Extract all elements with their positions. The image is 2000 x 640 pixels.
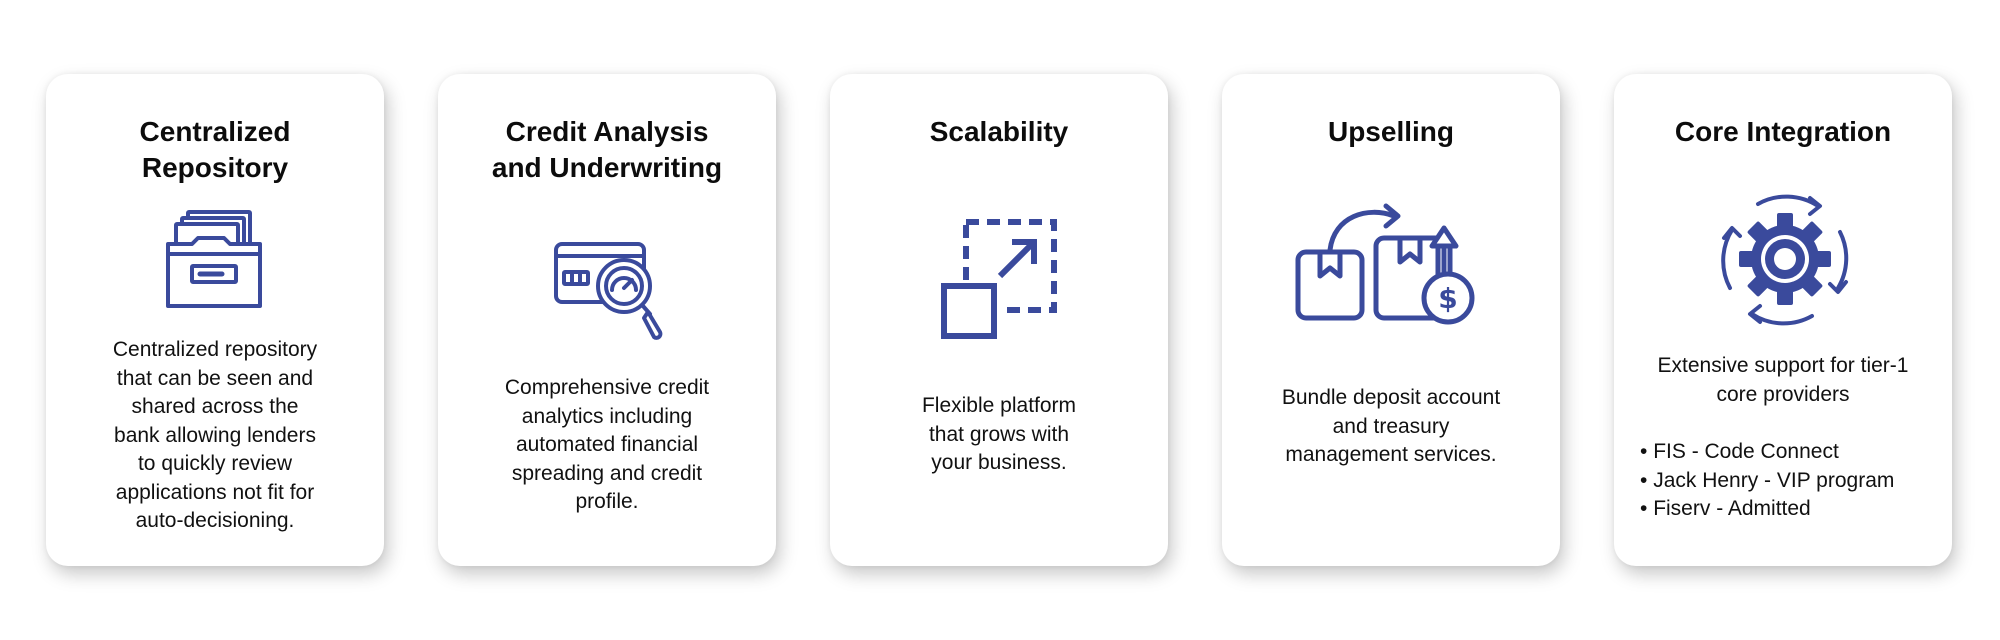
list-item: Jack Henry - VIP program xyxy=(1640,467,1942,496)
upsell-boxes-icon: $ xyxy=(1294,202,1494,328)
card-upselling: Upselling $ Bundle deposit account and t… xyxy=(1222,74,1560,566)
card-title: Centralized Repository xyxy=(139,116,291,183)
svg-text:$: $ xyxy=(1438,282,1457,315)
scale-up-icon xyxy=(940,218,1060,342)
card-description: Flexible platform that grows with your b… xyxy=(921,394,1077,474)
core-provider-list: FIS - Code Connect Jack Henry - VIP prog… xyxy=(1640,438,1942,524)
card-title: Upselling xyxy=(1327,116,1454,147)
card-description: Centralized repository that can be seen … xyxy=(112,338,318,532)
gear-cycle-icon xyxy=(1720,192,1850,326)
card-scalability: Scalability Flexible platform that grows… xyxy=(830,74,1168,566)
file-cabinet-icon xyxy=(164,208,266,310)
card-title: Credit Analysis and Underwriting xyxy=(491,116,723,183)
card-centralized-repository: Centralized Repository Centralized repos… xyxy=(46,74,384,566)
card-title: Scalability xyxy=(929,116,1069,147)
list-item: FIS - Code Connect xyxy=(1640,438,1942,467)
card-description: Extensive support for tier-1 core provid… xyxy=(1657,354,1909,406)
card-title: Core Integration xyxy=(1674,116,1892,147)
card-credit-analysis: Credit Analysis and Underwriting Compreh… xyxy=(438,74,776,566)
card-core-integration: Core Integration xyxy=(1614,74,1952,566)
credit-card-magnifier-icon xyxy=(552,240,668,348)
card-description: Bundle deposit account and treasury mana… xyxy=(1281,386,1501,466)
list-item: Fiserv - Admitted xyxy=(1640,495,1942,524)
card-description: Comprehensive credit analytics including… xyxy=(504,376,710,513)
